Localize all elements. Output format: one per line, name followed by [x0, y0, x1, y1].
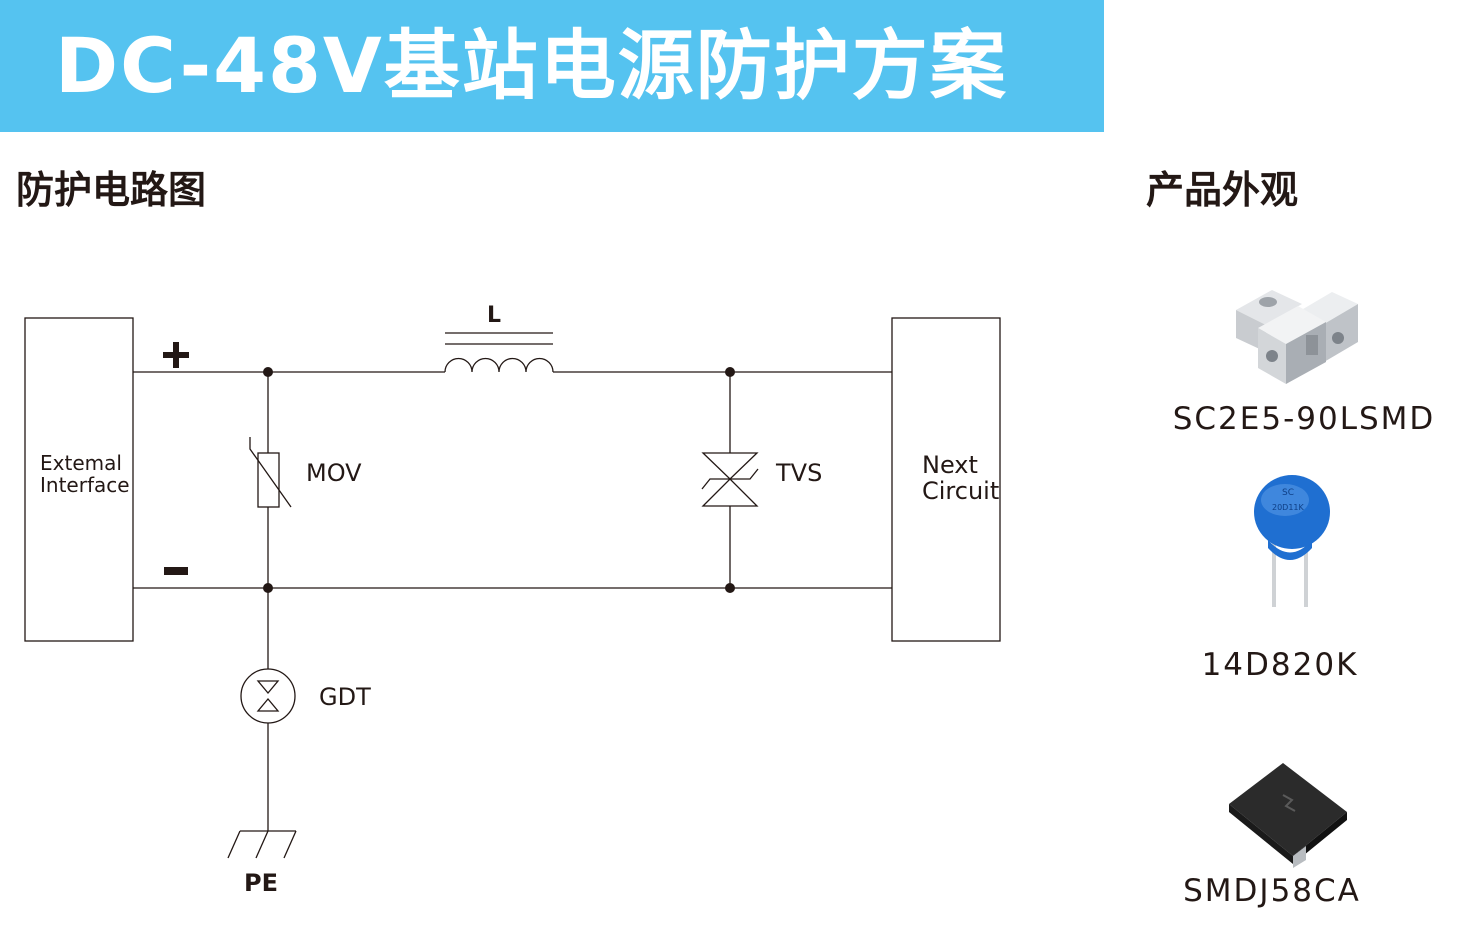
junction-dot: [725, 583, 735, 593]
next-circuit-box: [891, 317, 1001, 642]
plus-sign-icon: [163, 342, 189, 368]
inductor-label: L: [487, 303, 501, 328]
pe-ground-symbol: [227, 830, 297, 859]
junction-dot: [263, 367, 273, 377]
gdt-label: GDT: [319, 683, 371, 711]
junction-dot: [725, 367, 735, 377]
external-interface-label-line1: Extemal: [40, 451, 122, 475]
product-name-smdj58ca: SMDJ58CA: [1183, 873, 1361, 909]
tvs-label: TVS: [775, 459, 822, 487]
external-interface-box: [24, 317, 134, 642]
mov-label: MOV: [306, 459, 362, 487]
svg-text:20D11K: 20D11K: [1272, 503, 1305, 512]
title-banner: DC-48V基站电源防护方案: [0, 0, 1104, 132]
product-name-14d820k: 14D820K: [1201, 647, 1359, 683]
next-circuit-label-line1: Next: [922, 451, 978, 479]
varistor-disc-icon: SC 20D11K: [1254, 475, 1330, 607]
gdt-smd-component-icon: [1236, 290, 1358, 384]
tvs-smd-package-icon: [1229, 763, 1347, 868]
tvs-symbol: [701, 452, 759, 507]
inductor-symbol: [444, 332, 554, 373]
next-circuit-label-line2: Circuit: [922, 477, 999, 505]
circuit-section-title: 防护电路图: [16, 168, 207, 212]
svg-text:SC: SC: [1282, 488, 1294, 498]
junction-dot: [263, 583, 273, 593]
mov-symbol: [257, 452, 280, 508]
gdt-symbol: [240, 668, 296, 724]
products-section-title: 产品外观: [1146, 168, 1299, 212]
page-title: DC-48V基站电源防护方案: [55, 21, 1008, 110]
mov-diagonal: [249, 437, 292, 508]
pe-label: PE: [244, 869, 278, 897]
minus-sign-icon: [164, 567, 188, 575]
external-interface-label-line2: Interface: [40, 473, 130, 497]
product-name-sc2e5: SC2E5-90LSMD: [1172, 401, 1436, 437]
